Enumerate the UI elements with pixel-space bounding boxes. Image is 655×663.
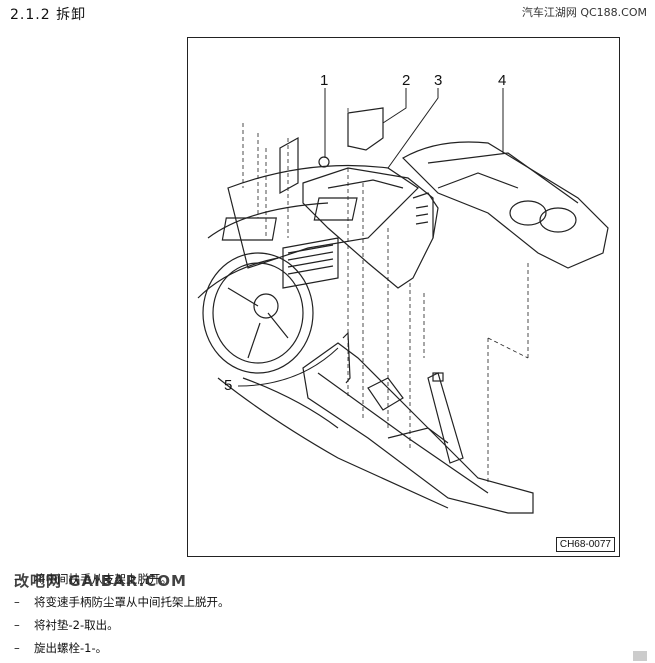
site-logo-watermark: 改吧网 GAIBAR.COM <box>14 572 187 590</box>
exploded-diagram: 1 2 3 4 5 CH68-0077 <box>187 37 620 557</box>
step-text: 旋出螺栓-1-。 <box>34 641 108 655</box>
callout-3: 3 <box>434 72 443 89</box>
step-item: –将变速手柄防尘罩从中间托架上脱开。 <box>14 595 230 609</box>
figure-code-label: CH68-0077 <box>555 537 615 552</box>
step-item: –将衬垫-2-取出。 <box>14 618 119 632</box>
step-text: 将衬垫-2-取出。 <box>34 618 119 632</box>
callout-4: 4 <box>498 72 507 89</box>
corner-mark <box>633 651 647 661</box>
top-watermark: 汽车江湖网 QC188.COM <box>521 6 647 19</box>
callout-2: 2 <box>402 72 411 89</box>
step-item: –将中间扶手从支架上脱开。 <box>14 572 172 586</box>
step-text: 将中间扶手从支架上脱开。 <box>34 572 172 586</box>
step-item: –旋出螺栓-1-。 <box>14 641 108 655</box>
section-title: 2.1.2 拆卸 <box>10 7 87 23</box>
callout-5: 5 <box>224 377 233 394</box>
console-line-drawing <box>197 88 609 514</box>
callout-1: 1 <box>320 72 329 89</box>
procedure-steps: –将中间扶手从支架上脱开。 –将变速手柄防尘罩从中间托架上脱开。 –将衬垫-2-… <box>14 568 230 660</box>
step-text: 将变速手柄防尘罩从中间托架上脱开。 <box>34 595 230 609</box>
